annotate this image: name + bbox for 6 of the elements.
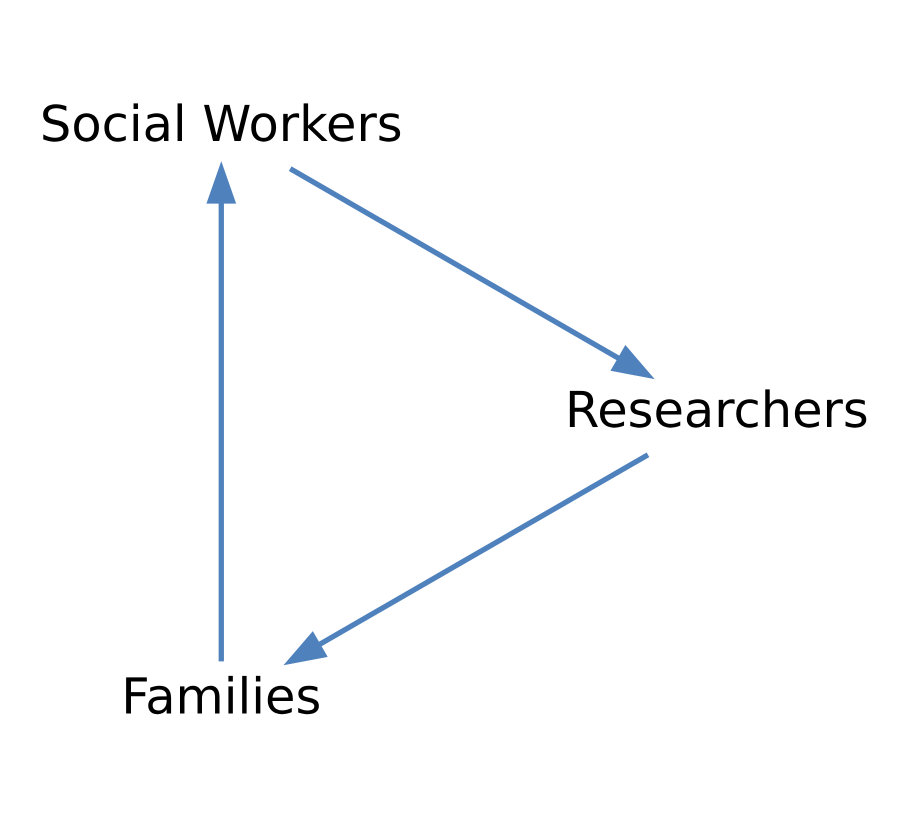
node-text: Researchers xyxy=(565,381,869,440)
arrow xyxy=(288,166,655,380)
arrow xyxy=(283,452,650,666)
node-text: Social Workers xyxy=(40,95,403,154)
arrow xyxy=(206,161,236,662)
node-text: Families xyxy=(121,667,322,726)
